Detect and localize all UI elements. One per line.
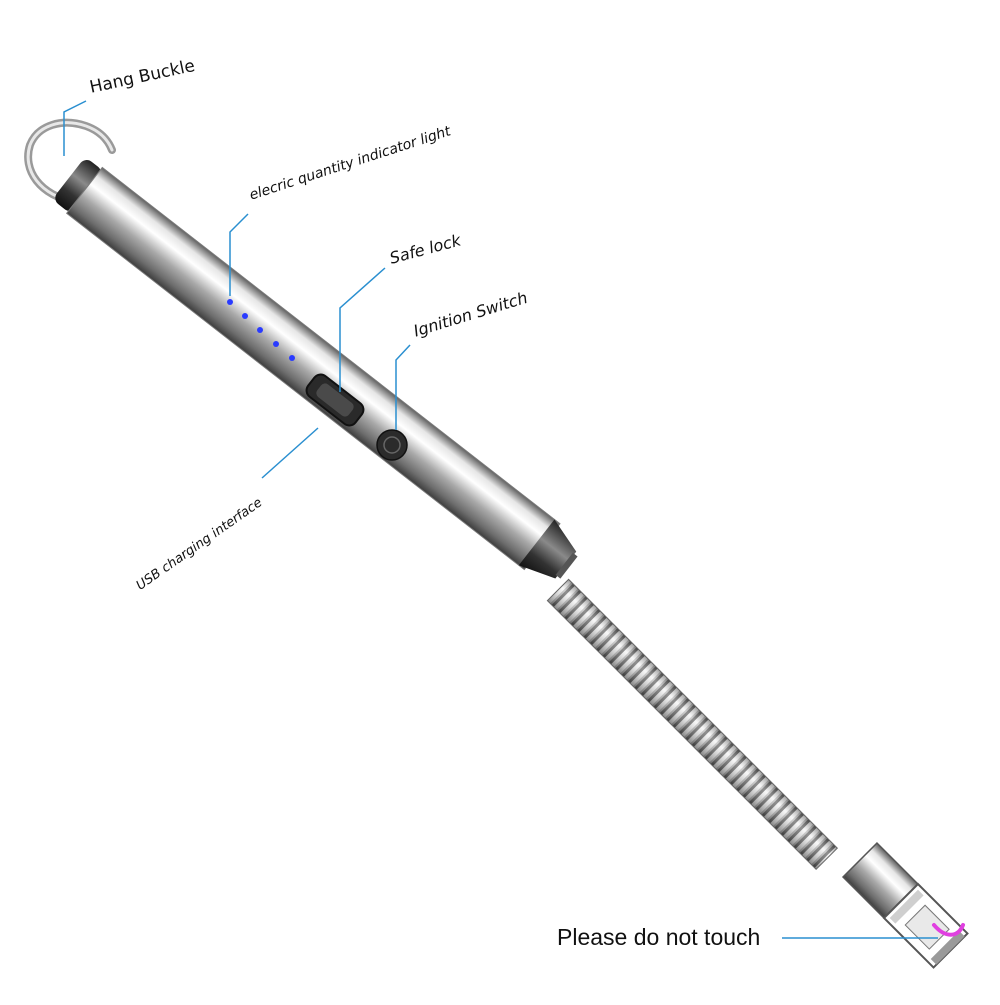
lighter-body — [55, 160, 578, 579]
indicator-light — [273, 341, 279, 347]
indicator-light — [289, 355, 295, 361]
arc-icon — [932, 923, 965, 937]
indicator-lights — [227, 299, 295, 361]
indicator-light — [242, 313, 248, 319]
do-not-touch-label: Please do not touch — [557, 924, 761, 950]
hang-buckle-ring-icon — [24, 118, 116, 206]
ignition-button-icon[interactable] — [376, 429, 408, 461]
leader-lines — [63, 100, 938, 939]
safe-lock-switch-icon[interactable] — [303, 371, 366, 428]
indicator-light — [257, 327, 263, 333]
lighter-tip — [841, 841, 969, 969]
indicator-light — [227, 299, 233, 305]
flexible-neck — [546, 578, 839, 871]
